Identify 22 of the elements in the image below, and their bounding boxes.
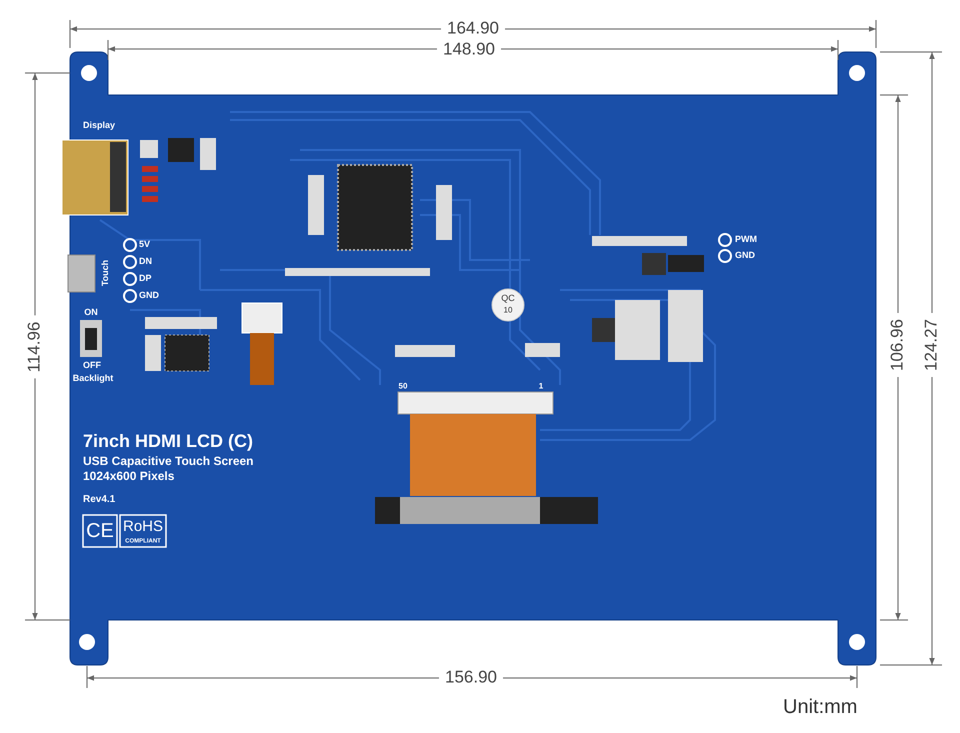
pin-label: DN bbox=[139, 257, 152, 267]
connector-label: Display bbox=[83, 121, 116, 131]
pin-number: 50 bbox=[398, 382, 408, 392]
sticker-label: QC bbox=[501, 294, 515, 304]
product-resolution: 1024x600 Pixels bbox=[83, 470, 174, 484]
pin-label: PWM bbox=[735, 235, 757, 245]
product-title: 7inch HDMI LCD (C) bbox=[83, 432, 253, 452]
certification-mark: RoHS bbox=[123, 518, 163, 536]
sticker-label: 10 bbox=[504, 306, 512, 316]
unit-label: Unit:mm bbox=[783, 696, 858, 718]
certification-mark: CE bbox=[86, 520, 114, 542]
connector-label: Touch bbox=[101, 260, 111, 286]
pin-label: DP bbox=[139, 274, 152, 284]
pin-label: GND bbox=[735, 251, 755, 261]
pin-number: 1 bbox=[538, 382, 544, 392]
revision-label: Rev4.1 bbox=[83, 494, 116, 505]
switch-label: Backlight bbox=[72, 374, 114, 384]
pin-label: 5V bbox=[139, 240, 150, 250]
switch-label: OFF bbox=[83, 361, 101, 371]
pin-label: GND bbox=[139, 291, 159, 301]
switch-label: ON bbox=[84, 308, 98, 318]
product-subtitle: USB Capacitive Touch Screen bbox=[83, 455, 254, 468]
